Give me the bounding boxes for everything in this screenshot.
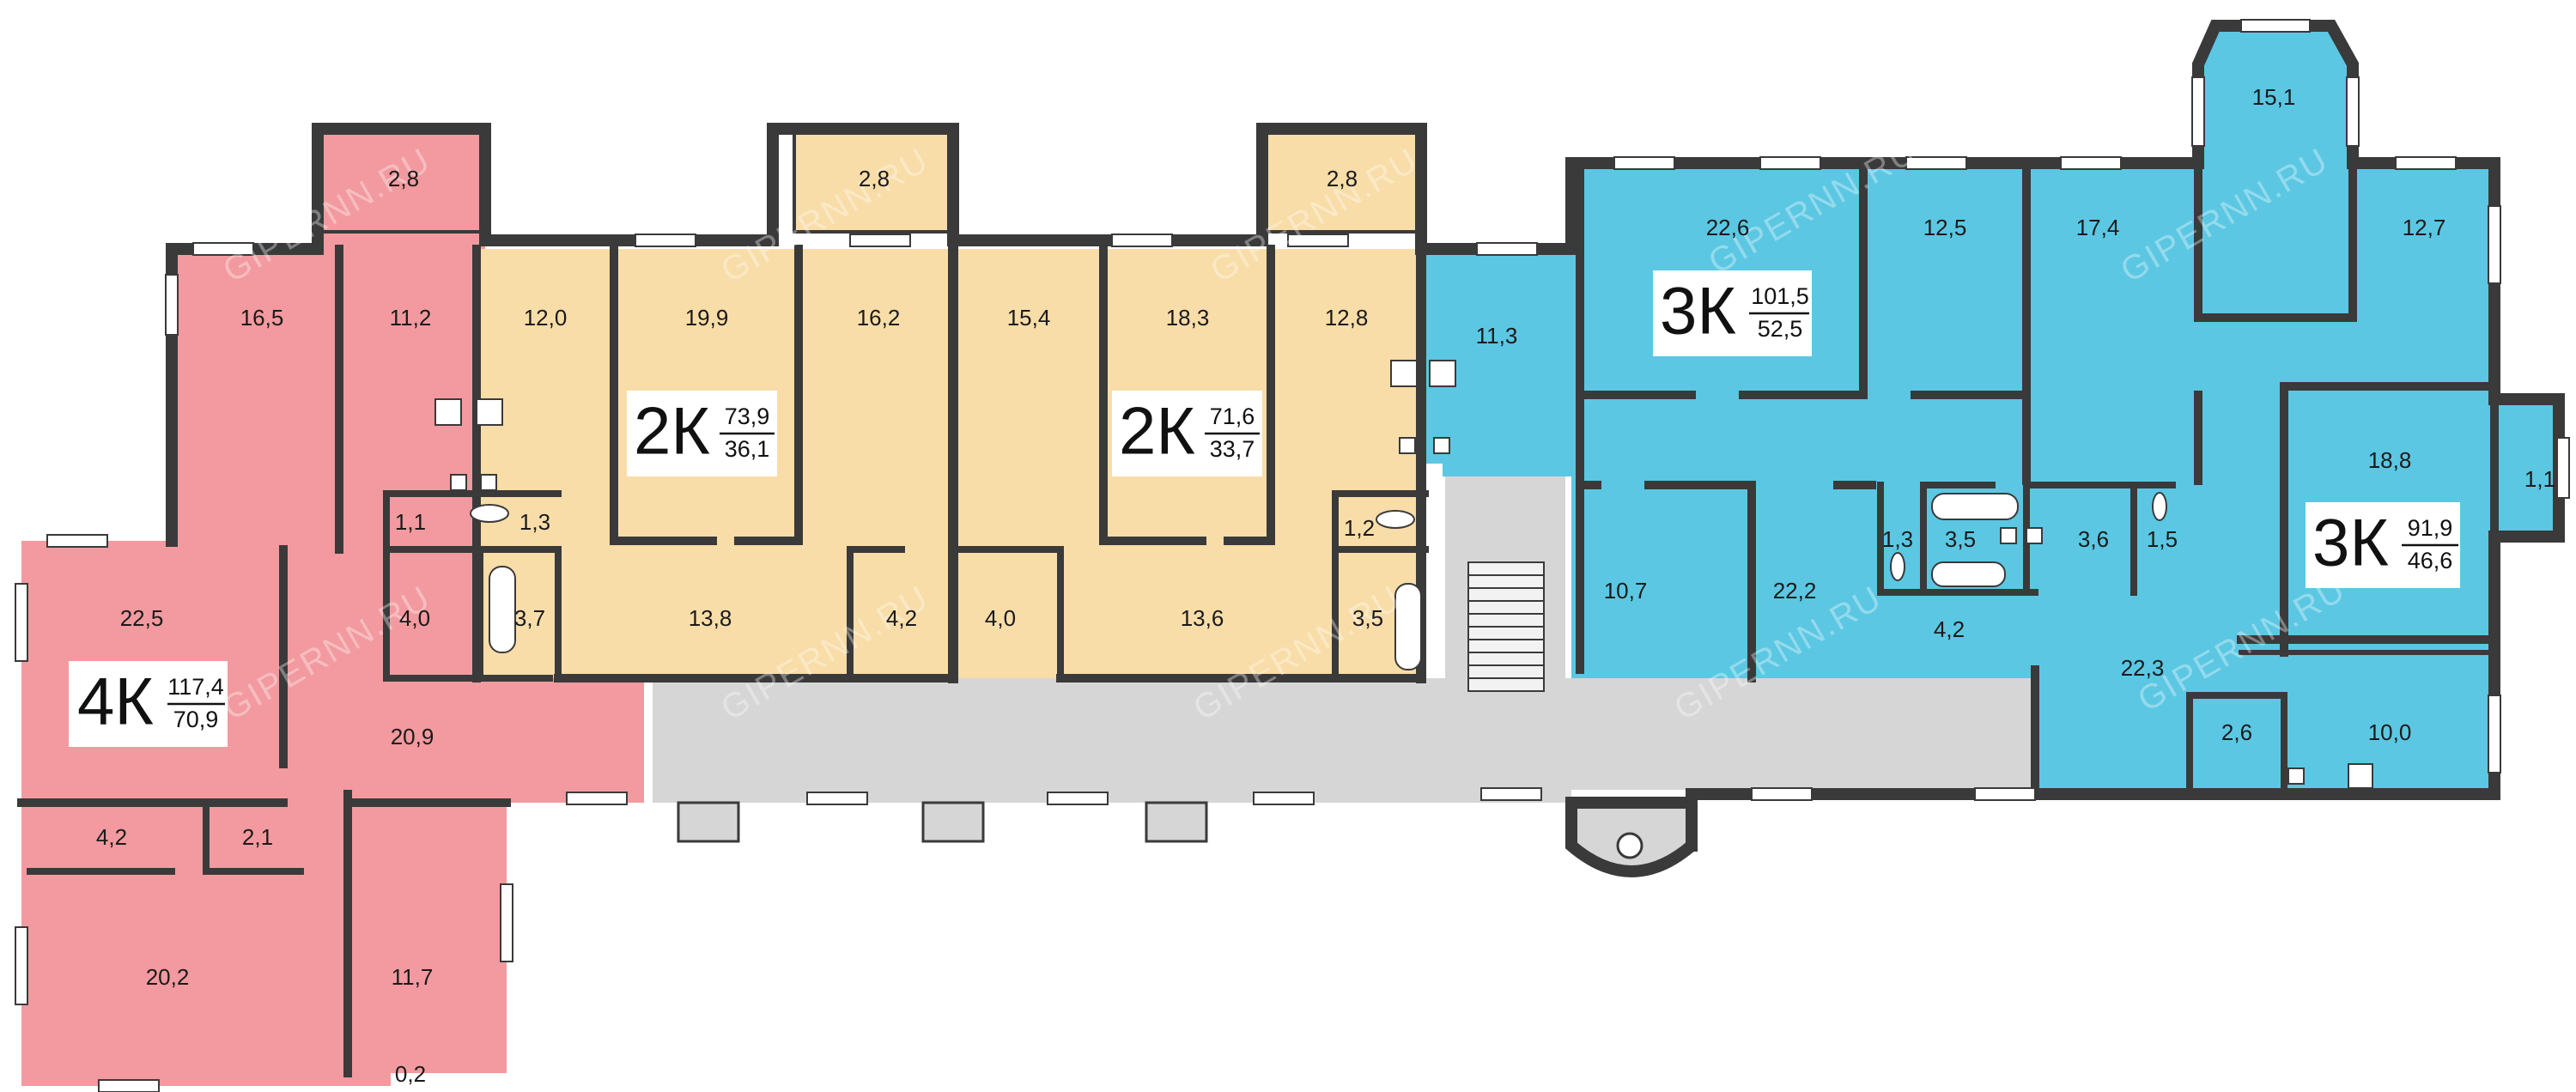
- apartment-total-area: 117,4: [167, 674, 224, 700]
- room-area: 11,3: [1476, 323, 1518, 349]
- room-area: 12,5: [1923, 215, 1967, 240]
- apartment-living-area: 70,9: [173, 707, 219, 732]
- apartment-living-area: 33,7: [1210, 436, 1255, 462]
- room-area: 22,5: [120, 605, 164, 631]
- bay-window: [677, 801, 740, 843]
- room-area: 22,2: [1773, 578, 1817, 604]
- stove-icon: [2348, 763, 2373, 789]
- room-area: 13,8: [689, 605, 732, 631]
- room-area: 18,3: [1166, 305, 1210, 331]
- apartment-badge: 2К 71,6 33,7: [1112, 391, 1262, 476]
- room-area: 15,4: [1007, 305, 1051, 331]
- room-area: 20,2: [146, 964, 190, 990]
- room-area: 1,1: [2524, 466, 2555, 492]
- room-area: 13,6: [1181, 605, 1224, 631]
- room-area: 16,5: [240, 305, 284, 331]
- apartment-badge: 3К 101,5 52,5: [1653, 270, 1812, 356]
- windows: [15, 19, 2570, 1092]
- stairs: [1467, 561, 1545, 692]
- room-area: 19,9: [685, 305, 729, 331]
- room-area: 1,5: [2147, 526, 2178, 552]
- apartment-living-area: 36,1: [725, 436, 770, 462]
- room-area: 10,7: [1604, 578, 1648, 604]
- room-area: 4,2: [886, 605, 917, 631]
- walls: [17, 20, 2565, 1077]
- apartment-living-area: 52,5: [1758, 316, 1803, 342]
- room-area: 2,8: [388, 166, 419, 191]
- apartment-type: 2К: [634, 393, 710, 469]
- room-area: 0,2: [395, 1061, 426, 1087]
- apartment-total-area: 71,6: [1210, 403, 1255, 429]
- bathtub: [489, 566, 516, 653]
- room-area: 4,0: [399, 605, 430, 631]
- room-area: 17,4: [2076, 215, 2120, 240]
- room-area: 3,7: [514, 605, 545, 631]
- room-area: 12,0: [524, 305, 568, 331]
- room-area: 12,7: [2403, 215, 2446, 240]
- room-area: 3,6: [2078, 526, 2109, 552]
- sink-icon: [2287, 767, 2305, 785]
- corridor-floor: [653, 678, 2035, 803]
- bay-window: [921, 801, 985, 843]
- room-area: 1,2: [1344, 515, 1375, 541]
- apartment-type: 3К: [1660, 273, 1736, 349]
- apartment-badge: 3К 91,9 46,6: [2306, 502, 2460, 588]
- apartment-type: 4К: [77, 664, 154, 739]
- apartment-3k-b: [2035, 26, 2559, 790]
- fixtures: [434, 360, 2373, 789]
- room-area: 1,3: [1882, 526, 1913, 552]
- stove-icon: [1390, 360, 1456, 387]
- stove-icon: [434, 398, 503, 426]
- toilet: [2152, 492, 2167, 521]
- apartment-3k-a: [1421, 167, 2198, 678]
- room-area: 11,7: [392, 964, 434, 990]
- room-area: 15,1: [2252, 84, 2296, 110]
- sink-icon: [1399, 437, 1450, 454]
- room-area: 3,5: [1945, 526, 1976, 552]
- apartment-total-area: 91,9: [2408, 515, 2453, 541]
- toilet: [1890, 552, 1905, 581]
- entrance-column: [1616, 832, 1643, 859]
- room-area: 12,8: [1325, 305, 1369, 331]
- apartment-badge: 4К 117,4 70,9: [69, 661, 228, 747]
- toilet: [470, 504, 509, 523]
- room-area: 1,1: [395, 509, 426, 535]
- sink-icon: [450, 474, 497, 491]
- balcony-2k-a: [793, 123, 951, 234]
- room-area: 18,8: [2368, 447, 2412, 473]
- sink-icon: [2000, 527, 2043, 544]
- apartment-3k-a-floor: [1421, 167, 2198, 678]
- room-area: 10,0: [2368, 719, 2412, 745]
- apartment-living-area: 46,6: [2408, 548, 2453, 573]
- room-area: 20,9: [391, 724, 434, 749]
- room-area: 4,2: [1934, 616, 1965, 642]
- room-area: 22,3: [2121, 655, 2165, 681]
- apartment-total-area: 73,9: [725, 403, 770, 429]
- toilet: [1376, 510, 1415, 529]
- bathtub: [1394, 583, 1422, 670]
- room-area: 22,6: [1706, 215, 1750, 240]
- apartment-type: 3К: [2312, 505, 2389, 580]
- bathtub: [1931, 493, 2019, 520]
- bay-window: [1145, 801, 1208, 843]
- apartment-badge: 2К 73,9 36,1: [627, 391, 777, 476]
- room-area: 2,8: [1327, 166, 1358, 191]
- apartment-type: 2К: [1119, 393, 1195, 469]
- room-area: 4,2: [96, 824, 127, 850]
- room-area: 11,2: [390, 305, 432, 331]
- room-area: 4,0: [985, 605, 1016, 631]
- apartment-3k-b-floor: [2035, 26, 2559, 790]
- apartment-total-area: 101,5: [1751, 283, 1809, 309]
- room-area: 3,5: [1352, 605, 1383, 631]
- room-area: 2,8: [859, 166, 890, 191]
- bathtub: [1931, 561, 2006, 587]
- room-area: 2,6: [2221, 719, 2252, 745]
- room-area: 1,3: [519, 509, 550, 535]
- room-labels: 2,8 16,5 11,2 1,1 1,3 22,5 4,0 3,7 20,9 …: [96, 84, 2555, 1087]
- common-corridor: [653, 476, 2035, 877]
- room-area: 16,2: [857, 305, 901, 331]
- room-area: 2,1: [242, 824, 273, 850]
